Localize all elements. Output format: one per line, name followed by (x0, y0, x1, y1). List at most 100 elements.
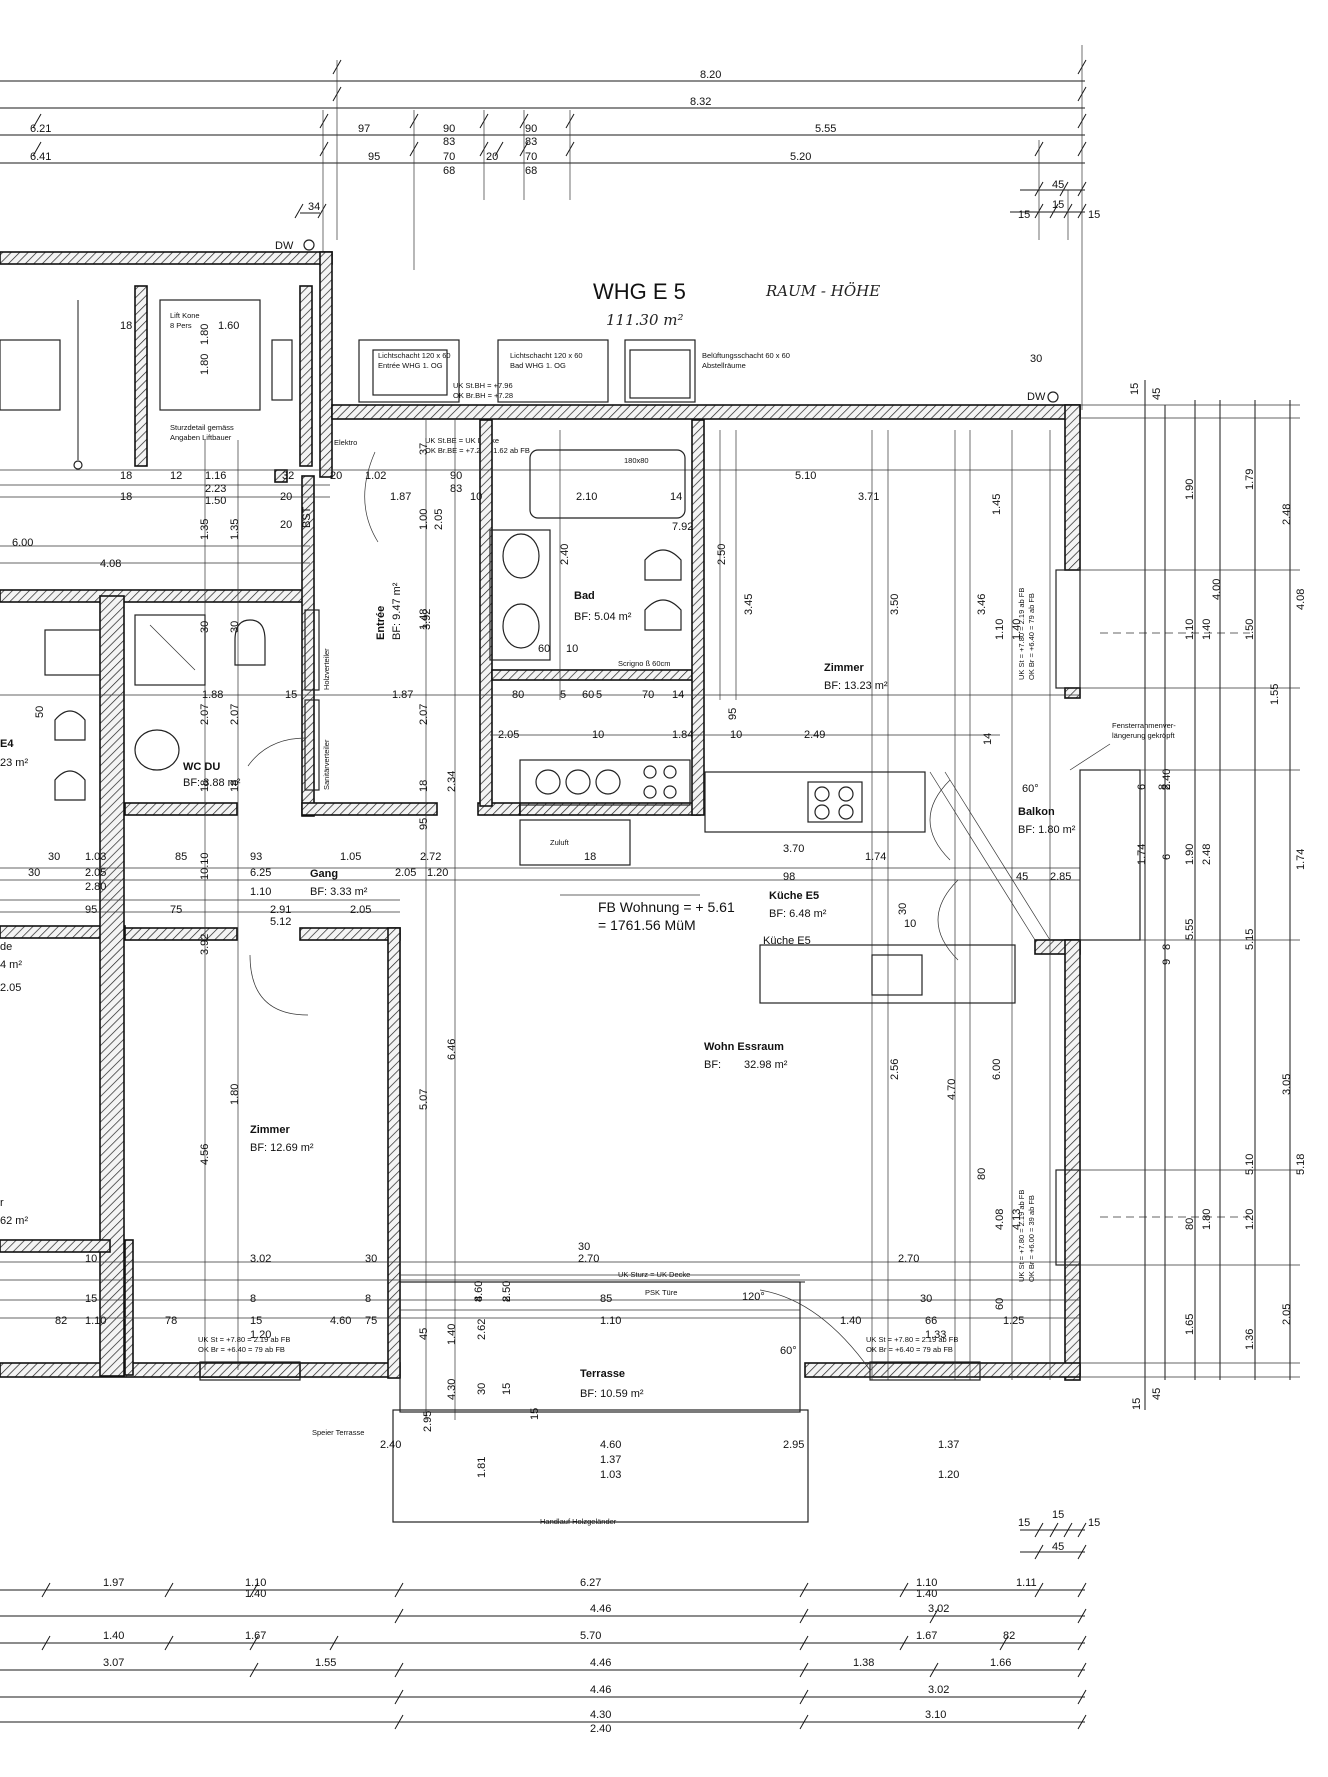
dim-lines-interior (0, 420, 1250, 1420)
walls (0, 251, 1081, 1381)
entree-area: BF: 9.47 m² (391, 582, 403, 640)
fenster-label-1: Fensterrahmenver- (1112, 721, 1176, 730)
dimension-label: 2.10 (576, 491, 597, 503)
dimension-label: 1.10 (994, 619, 1006, 640)
dim-r-3-05: 3.05 (1281, 1074, 1293, 1095)
dimension-label: 15 (85, 1293, 97, 1305)
dimension-label: 2.05 (395, 867, 416, 879)
dimension-label: 30 (578, 1241, 590, 1253)
floor-level-2: = 1761.56 MüM (598, 917, 696, 933)
dimension-label: 4.70 (946, 1079, 958, 1100)
balkon-name: Balkon (1018, 806, 1055, 818)
dimension-label: 2.72 (420, 851, 441, 863)
dim-5-55: 5.55 (815, 123, 836, 135)
dimension-chains-top: 8.20 8.32 6.21 97 90 90 5.55 83 83 6.41 … (0, 45, 1100, 410)
dimension-label: 1.03 (600, 1469, 621, 1481)
dim-r-1-65: 1.65 (1184, 1314, 1196, 1335)
uk-top1-l2: OK Br.BH = +7.28 (453, 391, 513, 400)
dimension-label: 1.80 (199, 324, 211, 345)
dimension-label: 1.20 (938, 1469, 959, 1481)
handlauf-label: Handlauf Holzgeländer (540, 1517, 617, 1526)
dim-r-2-05: 2.05 (1281, 1304, 1293, 1325)
dimension-label: 3.45 (743, 594, 755, 615)
dim-b-2-40: 2.40 (590, 1723, 611, 1735)
dim-b-1-66: 1.66 (990, 1657, 1011, 1669)
handwritten-area: 111.30 m² (606, 311, 684, 329)
dim-b-6-27: 6.27 (580, 1577, 601, 1589)
dimension-label: 8 (365, 1293, 371, 1305)
lift-label-2: 8 Pers (170, 321, 192, 330)
dimension-label: 1.03 (85, 851, 106, 863)
dimension-label: 2.91 (270, 904, 291, 916)
dimension-label: 10 (904, 918, 916, 930)
wcdu-area: BF: 3.88 m² (183, 777, 241, 789)
dim-5-20: 5.20 (790, 151, 811, 163)
elektro-label: Elektro (334, 438, 357, 447)
dim-97: 97 (358, 123, 370, 135)
dimension-label: 4.60 (600, 1439, 621, 1451)
dimension-label: 4.60 (330, 1315, 351, 1327)
dim-r-1-74a: 1.74 (1136, 844, 1148, 865)
dim-95: 95 (368, 151, 380, 163)
uk-sturz-label: UK Sturz = UK Decke (618, 1270, 690, 1279)
dimension-label: 1.35 (199, 519, 211, 540)
dimension-label: 95 (418, 818, 430, 830)
dimension-label: 1.84 (672, 729, 693, 741)
dim-30-right: 30 (1030, 353, 1042, 365)
dimension-label: 18 (199, 780, 211, 792)
dimension-label: 8 (473, 1296, 485, 1302)
dimension-label: 14 (670, 491, 682, 503)
dimension-label: 30 (28, 867, 40, 879)
dimension-label: 2.50 (716, 544, 728, 565)
dimension-label: 1.81 (476, 1457, 488, 1478)
dimension-label: 2.56 (889, 1059, 901, 1080)
dimension-label: 80 (976, 1168, 988, 1180)
dimension-label: 2.05 (498, 729, 519, 741)
dimension-label: 1.88 (202, 689, 223, 701)
dimension-label: 5.07 (418, 1089, 430, 1110)
wohn-name: Wohn Essraum (704, 1041, 784, 1053)
dim-r-6: 6 (1136, 784, 1148, 790)
terrasse-area: BF: 10.59 m² (580, 1388, 644, 1400)
dimension-label: 1.40 (1011, 619, 1023, 640)
uk-right1-2: OK Br = +6.40 = 79 ab FB (1027, 593, 1036, 680)
dim-r-8b: 8 (1161, 944, 1173, 950)
dimension-label: 1.20 (250, 1329, 271, 1341)
dim-b-3-07: 3.07 (103, 1657, 124, 1669)
dim-r-1-55: 1.55 (1269, 684, 1281, 705)
dim-8-20: 8.20 (700, 69, 721, 81)
dim-r-1-90b: 1.90 (1184, 844, 1196, 865)
dim-r-1-10: 1.10 (1184, 619, 1196, 640)
dimension-label: 45 (1016, 871, 1028, 883)
dimension-label: 60 (994, 1298, 1006, 1310)
dw-top: DW (275, 240, 294, 252)
left2-name: r (0, 1197, 4, 1209)
dim-b-45: 45 (1052, 1541, 1064, 1553)
dimension-label: 2.85 (1050, 871, 1071, 883)
dim-83b: 83 (525, 136, 537, 148)
zimmer2-area: BF: 12.69 m² (250, 1142, 314, 1154)
dim-6-41: 6.41 (30, 151, 51, 163)
dimension-label: 1.37 (600, 1454, 621, 1466)
sill-annotations: UK St = +7.80 = 2.19 ab FB OK Br = +6.40… (198, 588, 1036, 1354)
uk-bottom-left-2: OK Br = +6.40 = 79 ab FB (198, 1345, 285, 1354)
dimension-label: BST (301, 506, 313, 528)
lichtschacht2-l2: Bad WHG 1. OG (510, 361, 566, 370)
dim-r-1-20: 1.20 (1244, 1209, 1256, 1230)
dim-b-1-40b: 1.40 (916, 1588, 937, 1600)
dim-70a: 70 (443, 151, 455, 163)
uk-top1-l1: UK St.BH = +7.96 (453, 381, 513, 390)
dim-b-1-10a: 1.10 (245, 1577, 266, 1589)
dimension-label: 18 (584, 851, 596, 863)
belueftung-l2: Abstellräume (702, 361, 746, 370)
dim-15-top-a: 15 (1052, 199, 1064, 211)
dimension-label: 95 (85, 904, 97, 916)
bad-name: Bad (574, 590, 595, 602)
dimension-label: 15 (285, 689, 297, 701)
dimension-label: 8 (250, 1293, 256, 1305)
dimension-label: 3.92 (421, 609, 433, 630)
dimension-label: 30 (920, 1293, 932, 1305)
zuluft-label: Zuluft (550, 838, 570, 847)
